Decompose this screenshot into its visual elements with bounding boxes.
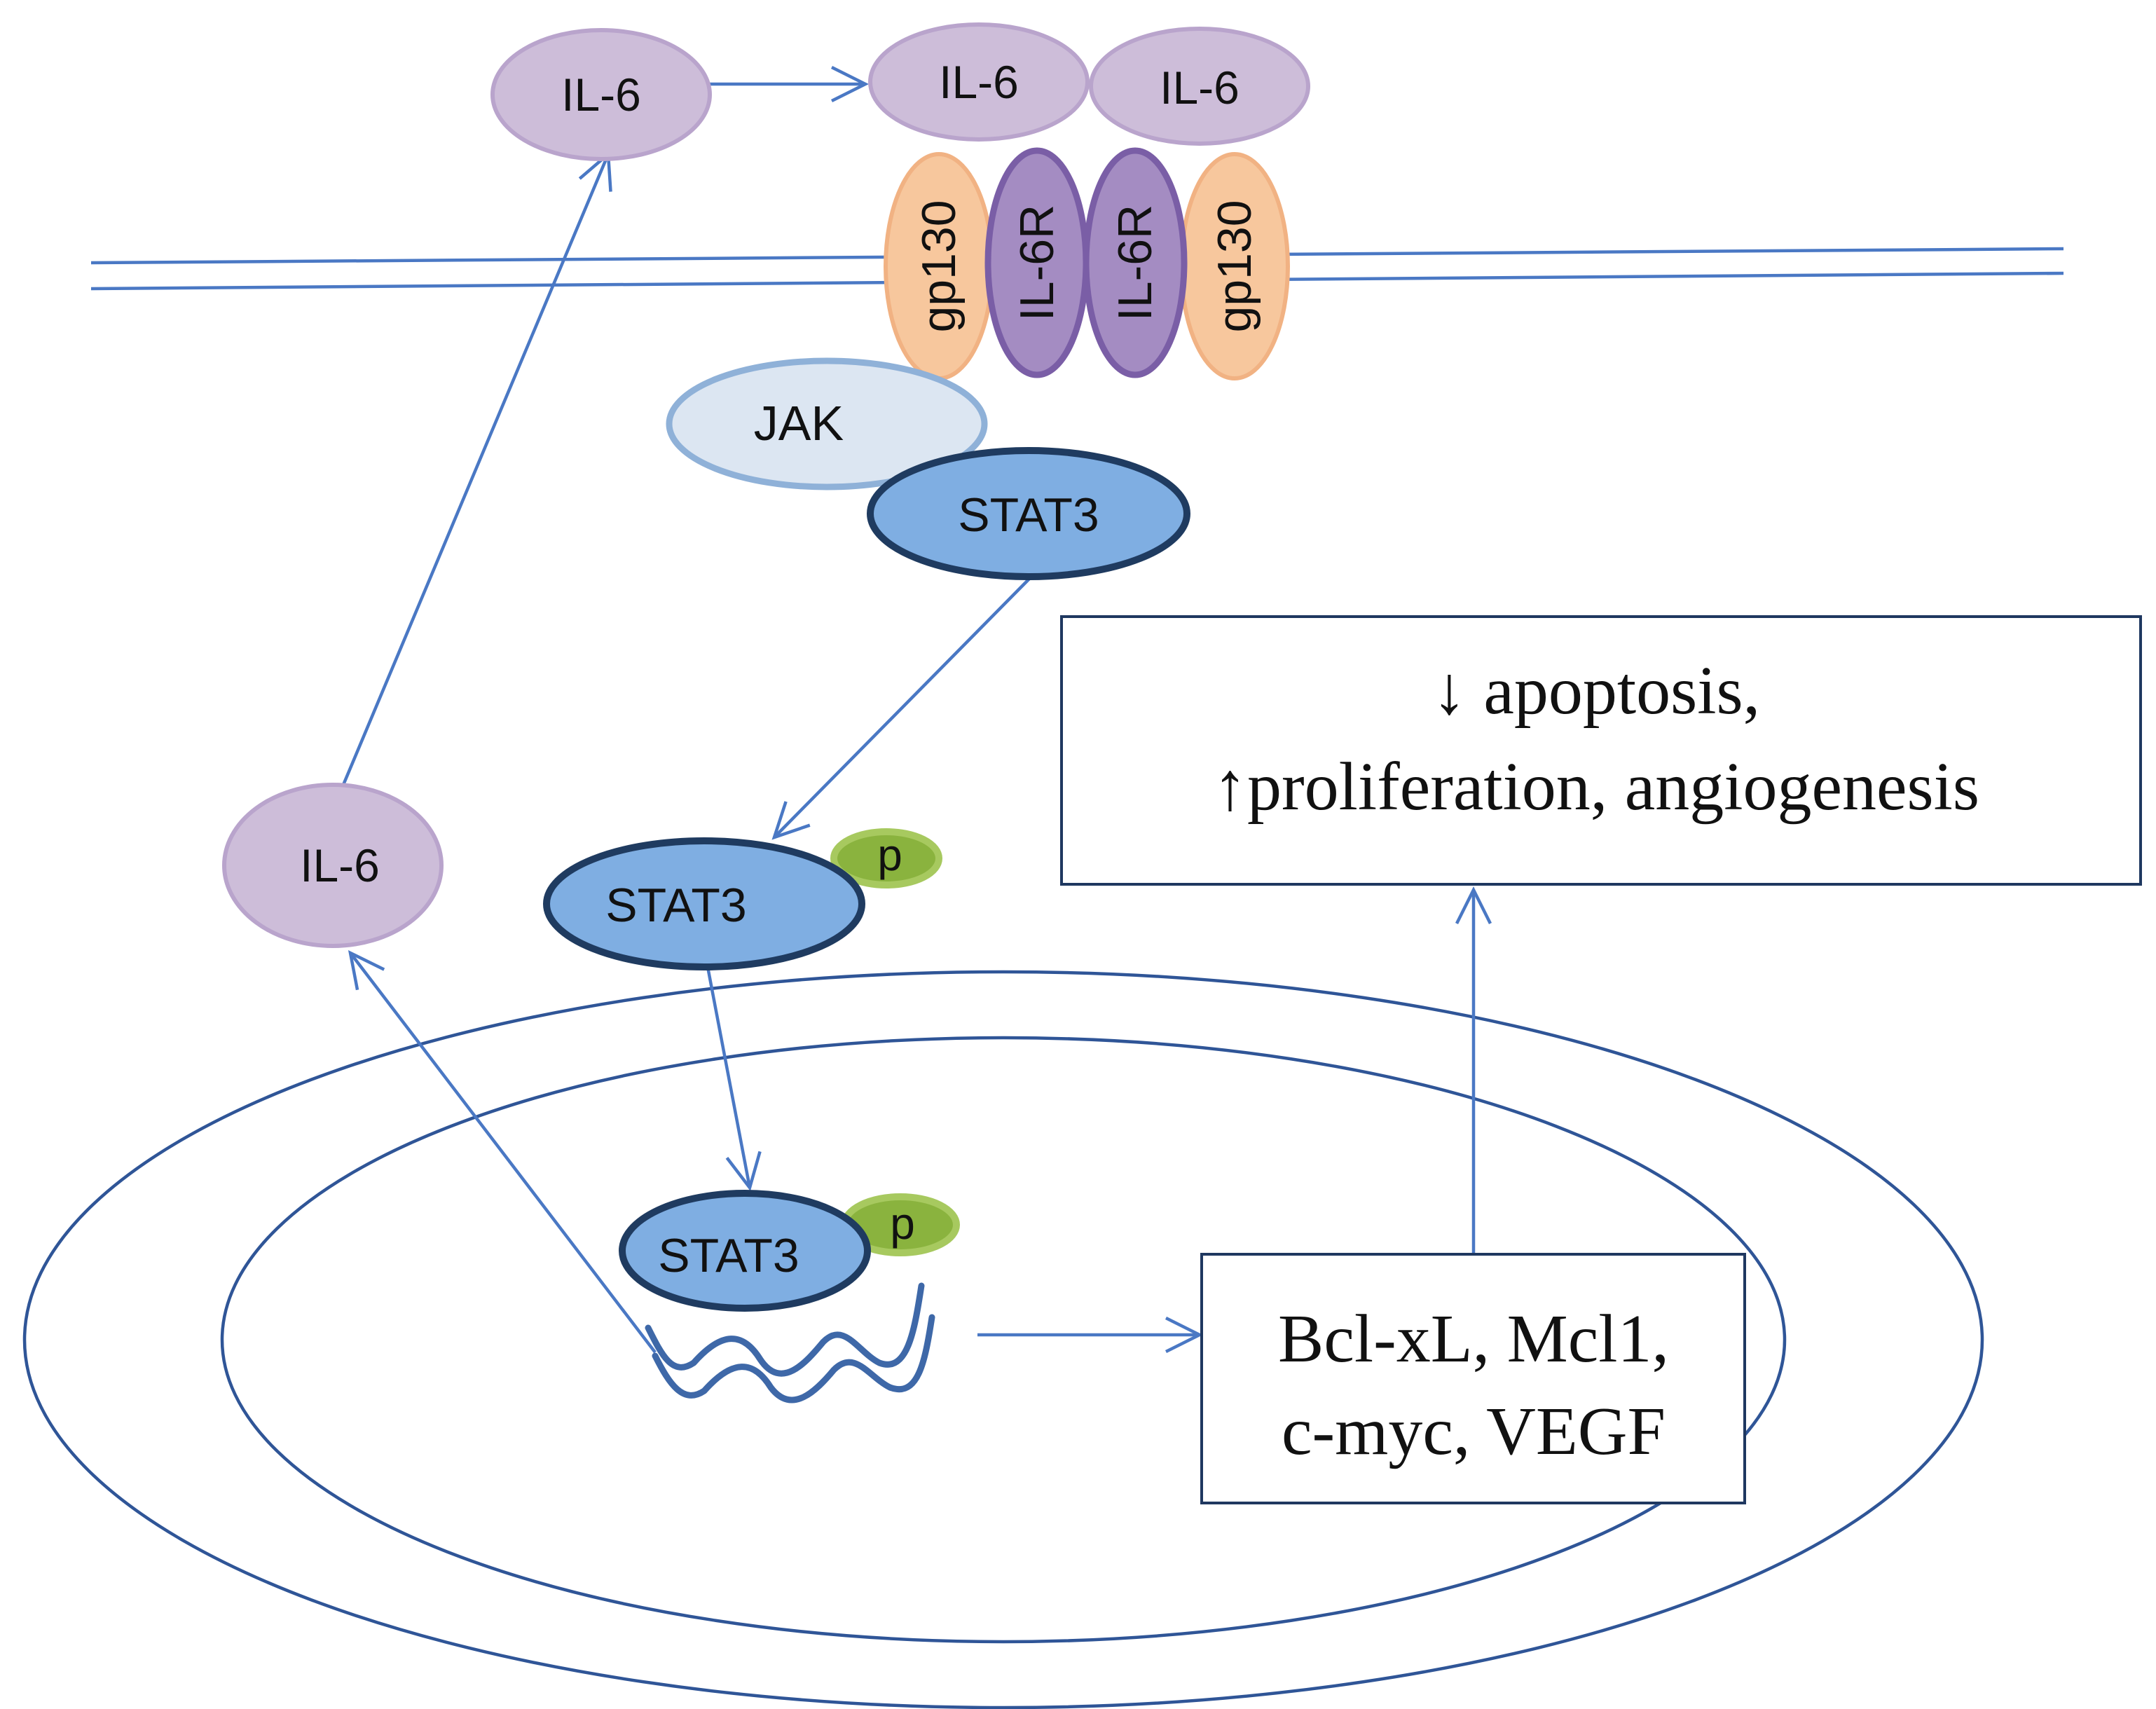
jak-label: JAK: [754, 396, 844, 451]
nuclear-envelope-inner: [220, 1036, 1787, 1644]
il6r-right-label: IL-6R: [1108, 205, 1162, 321]
target-genes-line-2: c-myc, VEGF: [1282, 1394, 1666, 1469]
phosphate-nuclear-label: p: [890, 1198, 915, 1249]
arrow-gene-to-il6: [348, 950, 657, 1354]
stat3-cytoplasmic-label: STAT3: [958, 488, 1099, 542]
il6-ligand-secreted: IL-6: [222, 783, 444, 948]
stat3-cytoplasmic: STAT3: [867, 447, 1190, 580]
il6-bound-1: [868, 22, 1090, 142]
pathway-arrows: [341, 65, 1492, 1354]
stat3-nuclear-label: STAT3: [658, 1229, 799, 1282]
arrow-stat3-phosphorylation: [771, 577, 1031, 840]
receptor-complex: IL-6 IL-6 gp130 IL-6R IL-6R gp130: [868, 22, 1310, 380]
nuclear-envelope-outer: [23, 970, 1984, 1709]
gp130-right-label: gp130: [1208, 200, 1261, 332]
jak-kinase: JAK: [666, 357, 988, 490]
phosphate-cytoplasmic: [830, 828, 942, 888]
outcome-line-2: ↑proliferation, angiogenesis: [1213, 749, 1979, 825]
il6-bound-2: [1089, 27, 1310, 146]
il6-bound-2-label: IL-6: [1160, 62, 1240, 114]
il6-ligand-top-label: IL-6: [561, 69, 641, 121]
il6-bound-1-label: IL-6: [939, 56, 1019, 108]
il6r-left-label: IL-6R: [1010, 205, 1064, 321]
arrow-secreted-il6-up: [341, 151, 612, 785]
outcome-box: ↓ apoptosis, ↑proliferation, angiogenesi…: [1060, 615, 2142, 886]
phosphate-cytoplasmic-label: p: [877, 830, 902, 880]
outcome-line-1: ↓ apoptosis,: [1432, 653, 1760, 729]
dna-strand-icon: [645, 1282, 935, 1403]
stat3-nuclear: p STAT3: [619, 1190, 960, 1312]
il6-ligand-secreted-label: IL-6: [300, 839, 380, 891]
gp130-left-label: gp130: [912, 200, 966, 332]
stat3-phosphorylated-label: STAT3: [605, 879, 747, 932]
il6r-right: [1083, 147, 1188, 378]
stat3-phosphorylated: p STAT3: [543, 828, 942, 970]
arrow-stat3-nuclear-translocation: [706, 966, 762, 1191]
target-genes-line-1: Bcl-xL, Mcl1,: [1278, 1301, 1669, 1377]
il6-ligand-top: IL-6: [490, 28, 712, 161]
nucleus: [23, 970, 1984, 1709]
target-genes-box: Bcl-xL, Mcl1, c-myc, VEGF: [1200, 1253, 1746, 1504]
